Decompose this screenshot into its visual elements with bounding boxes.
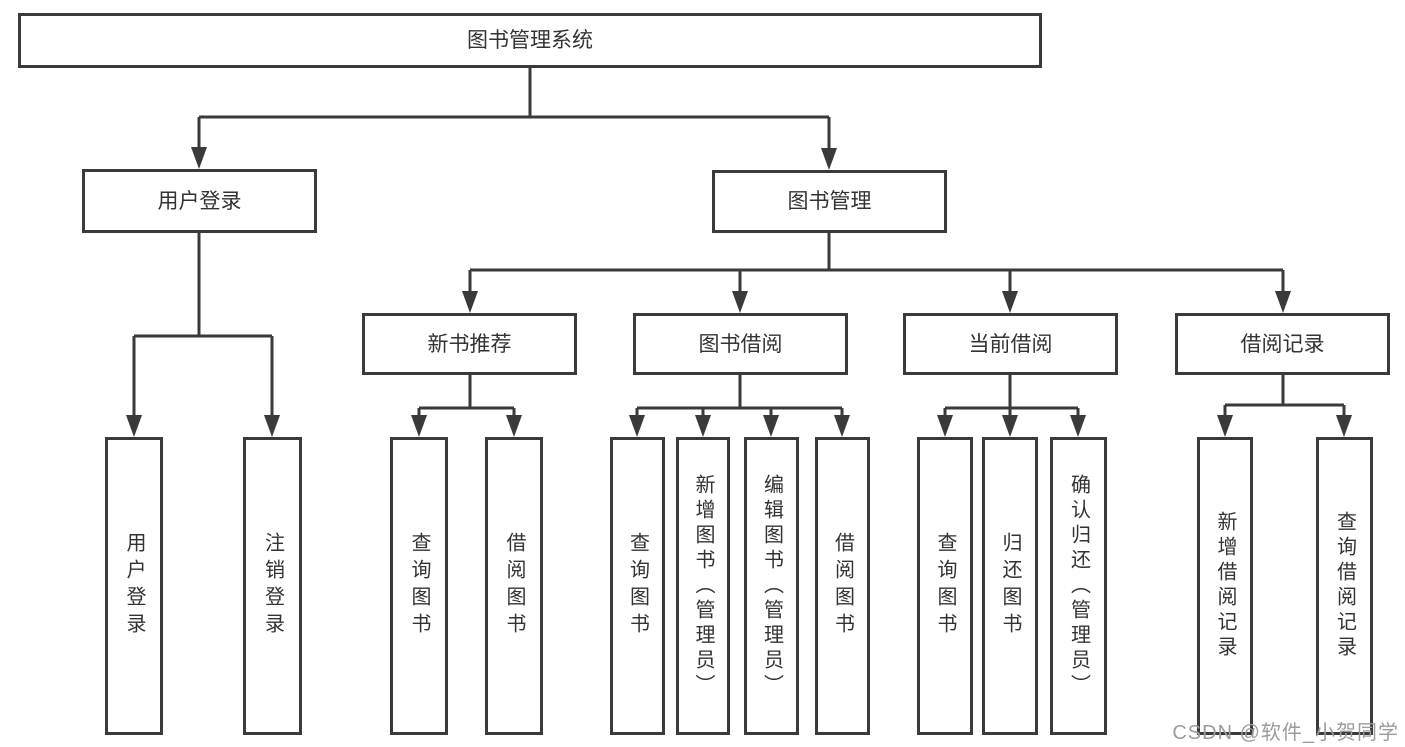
node-user-login: 用户登录	[82, 169, 317, 233]
watermark-text: CSDN @软件_小贺同学	[1172, 722, 1399, 744]
leaf-query-book-recommend: 查询图书	[390, 437, 448, 735]
node-current-borrow: 当前借阅	[903, 313, 1118, 375]
leaf-logout-login: 注销登录	[243, 437, 302, 735]
leaf-edit-book-admin: 编辑图书（管理员）	[744, 437, 799, 735]
leaf-user-login: 用户登录	[105, 437, 163, 735]
leaf-return-book: 归还图书	[982, 437, 1038, 735]
node-root: 图书管理系统	[18, 13, 1042, 68]
leaf-query-book-current: 查询图书	[917, 437, 973, 735]
node-new-book-recommend: 新书推荐	[362, 313, 577, 375]
leaf-query-book-borrow: 查询图书	[610, 437, 665, 735]
node-book-borrow: 图书借阅	[633, 313, 848, 375]
leaf-confirm-return-admin: 确认归还（管理员）	[1050, 437, 1107, 735]
leaf-add-book-admin: 新增图书（管理员）	[676, 437, 730, 735]
leaf-borrow-book-recommend: 借阅图书	[485, 437, 543, 735]
leaf-add-borrow-record: 新增借阅记录	[1197, 437, 1253, 735]
node-book-management: 图书管理	[712, 170, 947, 233]
leaf-borrow-book: 借阅图书	[815, 437, 870, 735]
leaf-query-borrow-record: 查询借阅记录	[1316, 437, 1373, 735]
node-borrow-records: 借阅记录	[1175, 313, 1390, 375]
